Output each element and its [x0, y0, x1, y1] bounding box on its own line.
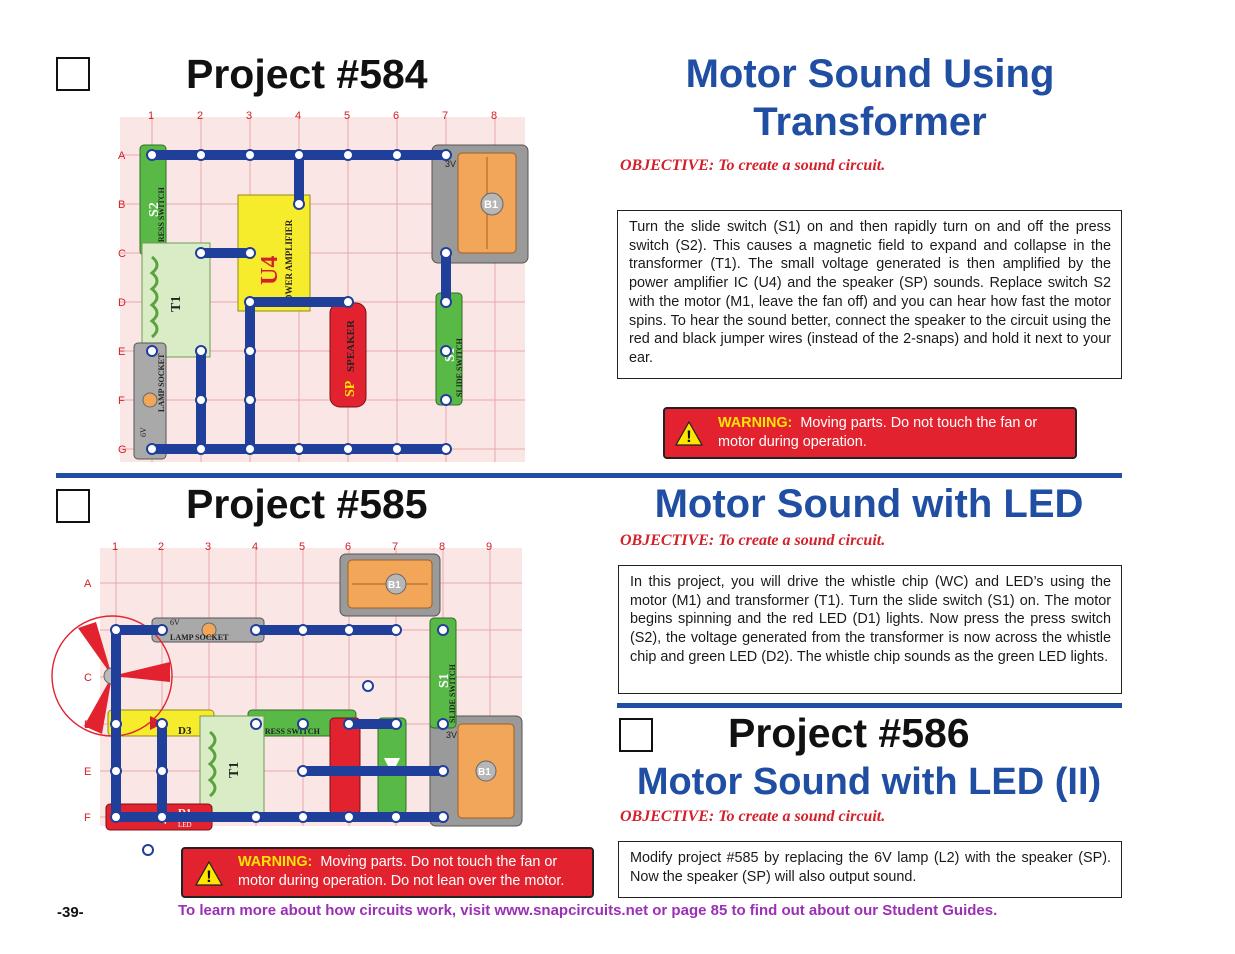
grid-row-label: A: [84, 578, 92, 590]
lamp-voltage-label: 6V: [170, 618, 180, 627]
section-divider-586: [617, 703, 1122, 708]
grid-row-label: D: [118, 297, 126, 309]
warning-label: WARNING:: [238, 854, 313, 870]
t1-label: T1: [169, 296, 184, 312]
project-585-circuit-diagram: 1 2 3 4 5 6 7 8 9 A B C D E F B1 B1 3V: [50, 538, 530, 868]
grid-col-label: 2: [197, 110, 203, 122]
grid-row-label: F: [84, 812, 91, 824]
project-586-title: Motor Sound with LED (II): [636, 761, 1102, 803]
slide-switch-label: SLIDE SWITCH: [455, 337, 464, 397]
lamp-socket-label: LAMP SOCKET: [170, 633, 229, 642]
battery-voltage-label: 3V: [445, 159, 456, 169]
grid-col-label: 8: [439, 541, 445, 553]
grid-col-label: 1: [148, 110, 154, 122]
grid-col-label: 1: [112, 541, 118, 553]
project-585-warning: ! WARNING: Moving parts. Do not touch th…: [181, 847, 594, 898]
grid-col-label: 4: [252, 541, 258, 553]
grid-row-label: C: [118, 248, 126, 260]
project-584-number: Project #584: [186, 51, 428, 97]
project-586-number: Project #586: [728, 710, 970, 756]
grid-col-label: 3: [246, 110, 252, 122]
project-585-objective: OBJECTIVE: To create a sound circuit.: [620, 532, 886, 549]
speaker-label: SPEAKER: [345, 319, 357, 372]
grid-col-label: 9: [486, 541, 492, 553]
footer-note: To learn more about how circuits work, v…: [178, 902, 998, 919]
project-585-number: Project #585: [186, 481, 428, 527]
grid-col-label: 6: [393, 110, 399, 122]
t1-label: T1: [227, 762, 242, 778]
battery-voltage-label: 3V: [446, 730, 457, 740]
warning-message-line1: Moving parts. Do not touch the fan or: [320, 854, 558, 870]
section-divider-585: [56, 473, 1122, 478]
grid-col-label: 6: [345, 541, 351, 553]
power-amplifier-label: POWER AMPLIFIER: [284, 219, 294, 307]
grid-col-label: 7: [442, 110, 448, 122]
project-584-warning: ! WARNING: Moving parts. Do not touch th…: [663, 407, 1077, 459]
led-label: LED: [178, 821, 192, 829]
lamp-socket-label: LAMP SOCKET: [157, 353, 166, 412]
project-586-objective: OBJECTIVE: To create a sound circuit.: [620, 808, 886, 825]
b1-label: B1: [484, 199, 498, 211]
b1-label: B1: [388, 580, 401, 591]
project-584-circuit-diagram: 1 2 3 4 5 6 7 8 A B C D E F G B1 3V U4 P…: [112, 107, 537, 467]
grid-row-label: A: [118, 150, 126, 162]
project-584-warning-text: WARNING: Moving parts. Do not touch the …: [718, 414, 1073, 452]
lamp-voltage-label: 6V: [139, 427, 148, 437]
grid-col-label: 5: [299, 541, 305, 553]
press-switch-label: PRESS SWITCH: [260, 727, 321, 736]
warning-message-line2: motor during operation. Do not lean over…: [238, 873, 565, 889]
project-584-title: Motor Sound Using Transformer: [620, 50, 1120, 146]
grid-col-label: 5: [344, 110, 350, 122]
project-586-checkbox[interactable]: [619, 718, 653, 752]
page-number: -39-: [57, 904, 84, 921]
svg-text:!: !: [686, 427, 692, 446]
grid-row-label: G: [118, 444, 127, 456]
u4-label: U4: [257, 256, 283, 285]
grid-col-label: 3: [205, 541, 211, 553]
project-585-checkbox[interactable]: [56, 489, 90, 523]
slide-switch-label: SLIDE SWITCH: [448, 663, 457, 723]
project-585-warning-text: WARNING: Moving parts. Do not touch the …: [238, 853, 590, 891]
sp-label: SP: [343, 380, 358, 397]
d3-label: D3: [178, 725, 192, 737]
grid-col-label: 4: [295, 110, 301, 122]
grid-col-label: 2: [158, 541, 164, 553]
grid-col-label: 8: [491, 110, 497, 122]
s2-label: S2: [147, 202, 162, 217]
warning-triangle-icon: !: [675, 421, 703, 446]
warning-message: Moving parts. Do not touch the fan or mo…: [718, 415, 1038, 450]
grid-row-label: E: [118, 346, 125, 358]
project-585-title: Motor Sound with LED: [654, 482, 1084, 526]
project-584-objective: OBJECTIVE: To create a sound circuit.: [620, 157, 886, 174]
grid-col-label: 7: [392, 541, 398, 553]
grid-row-label: E: [84, 766, 91, 778]
project-584-title-line1: Motor Sound Using: [685, 52, 1055, 96]
project-584-checkbox[interactable]: [56, 57, 90, 91]
project-586-description: Modify project #585 by replacing the 6V …: [618, 841, 1122, 898]
press-switch-label: PRESS SWITCH: [157, 186, 166, 247]
grid-row-label: F: [118, 395, 125, 407]
grid-row-label: C: [84, 672, 92, 684]
project-584-title-line2: Transformer: [753, 100, 987, 144]
warning-label: WARNING:: [718, 415, 793, 431]
b1-label-2: B1: [478, 767, 491, 778]
grid-row-label: B: [118, 199, 125, 211]
s1-label: S1: [437, 673, 452, 688]
svg-text:!: !: [206, 867, 212, 886]
project-585-description: In this project, you will drive the whis…: [618, 565, 1122, 694]
warning-triangle-icon: !: [195, 861, 223, 886]
project-584-description: Turn the slide switch (S1) on and then r…: [617, 210, 1122, 379]
